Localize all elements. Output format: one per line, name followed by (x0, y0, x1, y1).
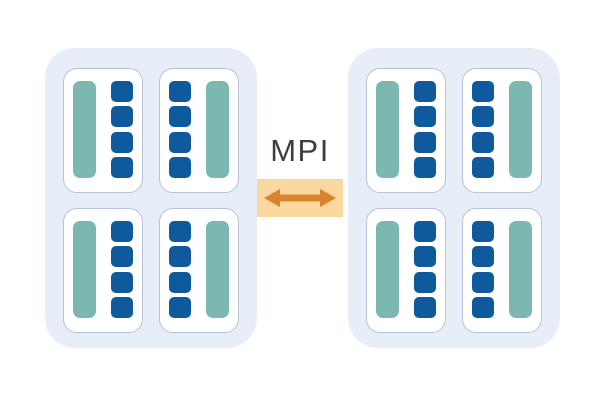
socket-bar (206, 221, 229, 318)
socket-bar (73, 81, 96, 178)
mpi-link-box (257, 179, 343, 217)
socket-card (63, 68, 143, 193)
core-square (472, 131, 494, 153)
core-square (472, 81, 494, 102)
core-stack (111, 81, 133, 178)
core-square (111, 131, 133, 153)
core-stack (414, 221, 436, 318)
core-stack (414, 81, 436, 178)
compute-node-right (348, 48, 560, 348)
socket-card (462, 68, 542, 193)
mpi-label: MPI (270, 133, 330, 168)
socket-bar (376, 81, 399, 178)
core-stack (111, 221, 133, 318)
socket-bar (206, 81, 229, 178)
core-square (169, 131, 191, 153)
socket-card (366, 68, 446, 193)
core-square (472, 156, 494, 178)
socket-bar (376, 221, 399, 318)
compute-node-left (45, 48, 257, 348)
core-square (472, 221, 494, 242)
core-square (169, 106, 191, 128)
core-square (169, 246, 191, 268)
socket-card (366, 208, 446, 333)
core-square (111, 106, 133, 128)
core-square (414, 106, 436, 128)
core-square (111, 246, 133, 268)
core-stack (472, 81, 494, 178)
socket-card (462, 208, 542, 333)
core-stack (169, 221, 191, 318)
socket-card (159, 208, 239, 333)
double-headed-arrow-icon (264, 189, 336, 207)
core-square (111, 81, 133, 102)
core-square (169, 221, 191, 242)
core-square (111, 156, 133, 178)
core-square (414, 271, 436, 293)
core-square (111, 221, 133, 242)
core-square (414, 156, 436, 178)
core-square (472, 106, 494, 128)
core-stack (169, 81, 191, 178)
core-square (414, 221, 436, 242)
core-square (111, 296, 133, 318)
socket-bar (509, 221, 532, 318)
core-square (414, 246, 436, 268)
core-square (472, 296, 494, 318)
core-square (169, 156, 191, 178)
socket-card (159, 68, 239, 193)
core-square (169, 296, 191, 318)
socket-bar (73, 221, 96, 318)
core-square (414, 131, 436, 153)
socket-bar (509, 81, 532, 178)
core-square (414, 81, 436, 102)
socket-card (63, 208, 143, 333)
core-square (414, 296, 436, 318)
core-square (169, 81, 191, 102)
core-square (472, 246, 494, 268)
core-square (472, 271, 494, 293)
core-square (111, 271, 133, 293)
core-square (169, 271, 191, 293)
core-stack (472, 221, 494, 318)
